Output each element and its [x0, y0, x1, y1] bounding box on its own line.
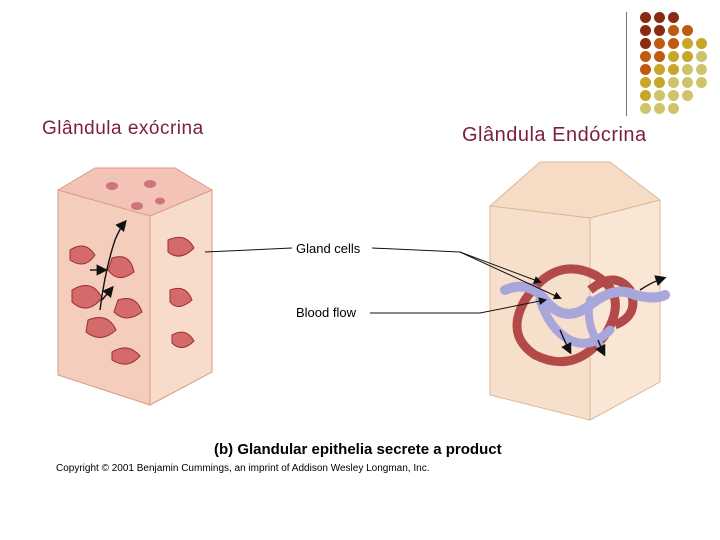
gland-cells-pointer [459, 251, 562, 300]
decorative-dot [654, 90, 665, 101]
decorative-dot [668, 38, 679, 49]
decorative-dot [668, 90, 679, 101]
decorative-dot [668, 25, 679, 36]
endocrine-tissue-block [488, 161, 670, 421]
gland-fold [113, 298, 143, 319]
secretion-arrow [101, 285, 114, 301]
decorative-vertical-line [626, 12, 627, 116]
decorative-dot [654, 25, 665, 36]
gland-fold [85, 317, 117, 338]
decorative-dot [640, 51, 651, 62]
decorative-dot [696, 51, 707, 62]
decorative-dot [696, 38, 707, 49]
duct-opening [144, 180, 156, 188]
decorative-dot [668, 77, 679, 88]
decorative-dot [668, 12, 679, 23]
decorative-dot [682, 51, 693, 62]
decorative-dot [654, 64, 665, 75]
decorative-dot [640, 90, 651, 101]
flow-arrow [639, 275, 667, 291]
gland-fold [107, 256, 135, 278]
decorative-dot [682, 38, 693, 49]
decorative-dot [682, 25, 693, 36]
exocrine-tissue-block [57, 167, 213, 406]
duct-opening [155, 197, 165, 205]
gland-fold [111, 347, 141, 365]
decorative-dot [654, 103, 665, 114]
decorative-dot [682, 64, 693, 75]
blood-vessel [584, 296, 604, 349]
copyright-notice: Copyright © 2001 Benjamin Cummings, an i… [56, 463, 429, 474]
decorative-dot [654, 51, 665, 62]
decorative-dot [654, 38, 665, 49]
decorative-dot [640, 103, 651, 114]
gland-fold [167, 236, 195, 257]
decorative-dot [654, 77, 665, 88]
gland-fold [69, 245, 96, 265]
decorative-dot [640, 25, 651, 36]
endocrine-right-face [589, 199, 661, 421]
decorative-dot [640, 12, 651, 23]
gland-cells-leader-left [204, 247, 293, 253]
flow-arrow [559, 329, 572, 355]
duct-opening [131, 202, 143, 210]
endocrine-gland-title: Glândula Endócrina [462, 124, 647, 146]
decorative-dot [696, 77, 707, 88]
figure-caption: (b) Glandular epithelia secrete a produc… [214, 441, 502, 458]
decorative-dot [640, 77, 651, 88]
decorative-dot [668, 103, 679, 114]
gland-cells-leader-right [371, 247, 461, 253]
decorative-dot [668, 64, 679, 75]
decorative-dot [640, 64, 651, 75]
exocrine-gland-title: Glândula exócrina [42, 118, 204, 139]
duct-opening [106, 182, 118, 190]
gland-cells-pointer [459, 251, 542, 284]
decorative-dot [682, 90, 693, 101]
gland-fold [169, 287, 193, 307]
decorative-dot [668, 51, 679, 62]
gland-fold [171, 331, 195, 348]
gland-cells-label: Gland cells [296, 241, 361, 256]
leader-lines [204, 247, 562, 314]
blood-flow-pointer [479, 297, 547, 314]
decorative-dot [640, 38, 651, 49]
decorative-dot [696, 64, 707, 75]
decorative-dot [654, 12, 665, 23]
decorative-dot [682, 77, 693, 88]
flow-arrow [595, 339, 606, 357]
blood-flow-label: Blood flow [296, 305, 357, 320]
